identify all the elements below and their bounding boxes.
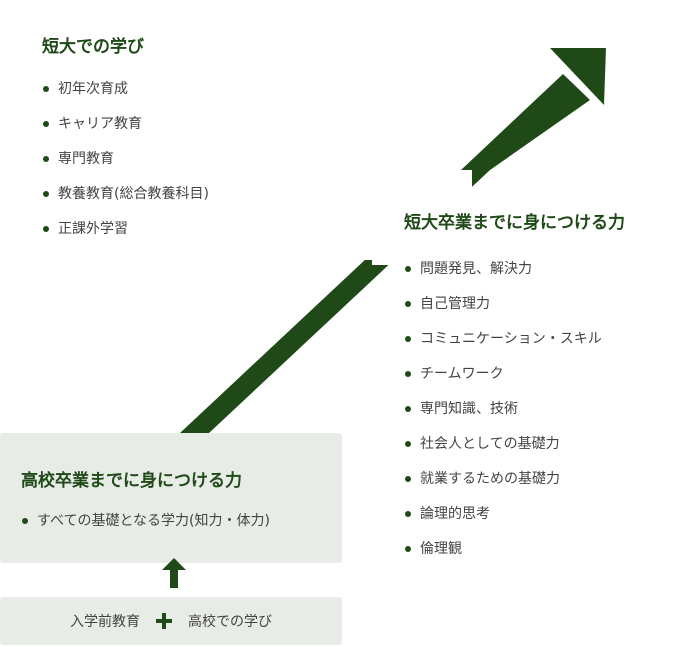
arrow-gap-mask-right bbox=[372, 170, 472, 265]
plus-icon bbox=[156, 613, 172, 629]
list-item: 倫理観 bbox=[404, 538, 602, 560]
list-item: チームワーク bbox=[404, 363, 602, 385]
list-item: キャリア教育 bbox=[42, 113, 209, 135]
list-item: 問題発見、解決力 bbox=[404, 258, 602, 280]
list-item: 就業するための基礎力 bbox=[404, 468, 602, 490]
list-item: 教養教育(総合教養科目) bbox=[42, 183, 209, 205]
skills-title: 短大卒業までに身につける力 bbox=[404, 213, 625, 233]
list-item: すべての基礎となる学力(知力・体力) bbox=[21, 510, 270, 532]
growth-arrow-head bbox=[550, 48, 606, 105]
up-arrow-icon bbox=[162, 558, 186, 588]
list-item: 社会人としての基礎力 bbox=[404, 433, 602, 455]
foundation-box: 入学前教育 高校での学び bbox=[0, 597, 342, 645]
high-school-title: 高校卒業までに身につける力 bbox=[21, 471, 242, 491]
list-item: 正課外学習 bbox=[42, 218, 209, 240]
list-item: 自己管理力 bbox=[404, 293, 602, 315]
junior-college-list: 初年次育成 キャリア教育 専門教育 教養教育(総合教養科目) 正課外学習 bbox=[42, 78, 209, 240]
high-school-learning-label: 高校での学び bbox=[188, 614, 272, 630]
high-school-box: 高校卒業までに身につける力 すべての基礎となる学力(知力・体力) bbox=[0, 433, 342, 563]
list-item: 専門知識、技術 bbox=[404, 398, 602, 420]
pre-enrollment-label: 入学前教育 bbox=[70, 614, 140, 630]
growth-arrow-shaft-upper bbox=[461, 74, 590, 170]
list-item: 論理的思考 bbox=[404, 503, 602, 525]
arrow-gap-mask bbox=[285, 215, 378, 260]
high-school-list: すべての基礎となる学力(知力・体力) bbox=[21, 510, 270, 532]
skills-list: 問題発見、解決力 自己管理力 コミュニケーション・スキル チームワーク 専門知識… bbox=[404, 258, 602, 560]
junior-college-title: 短大での学び bbox=[42, 37, 144, 57]
list-item: 専門教育 bbox=[42, 148, 209, 170]
list-item: 初年次育成 bbox=[42, 78, 209, 100]
list-item: コミュニケーション・スキル bbox=[404, 328, 602, 350]
